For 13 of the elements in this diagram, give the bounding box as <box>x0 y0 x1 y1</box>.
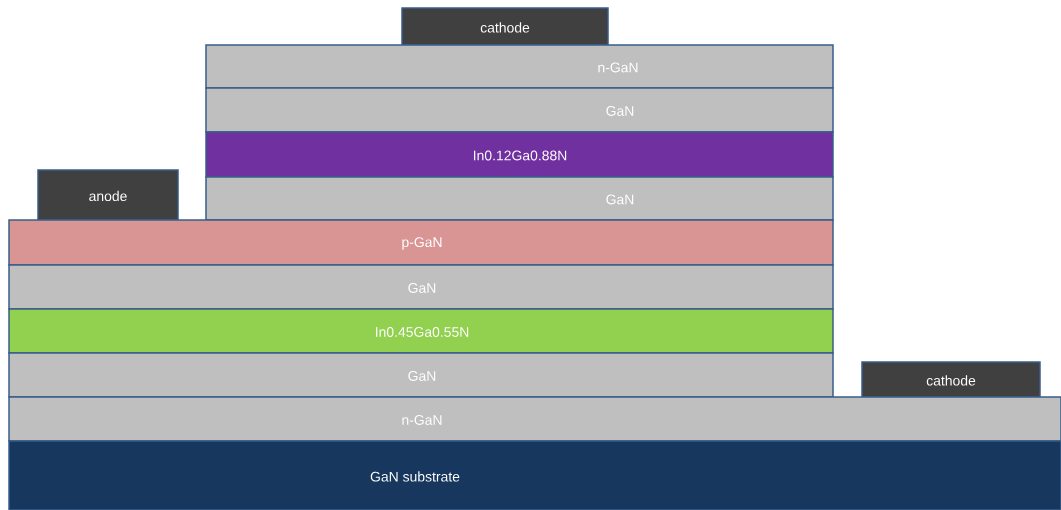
layer: GaN <box>8 352 834 398</box>
layer: GaN substrate <box>8 440 1061 510</box>
layer: In0.12Ga0.88N <box>205 131 834 178</box>
layer: In0.45Ga0.55N <box>8 308 834 354</box>
layer: p-GaN <box>8 219 834 266</box>
contact-pad: anode <box>37 169 179 221</box>
contact-pad: cathode <box>861 361 1041 398</box>
layer: GaN <box>205 87 834 133</box>
layer: GaN <box>8 264 834 310</box>
contact-pad: cathode <box>401 7 609 46</box>
layer: n-GaN <box>205 44 834 89</box>
layer: n-GaN <box>8 396 1061 442</box>
layer: GaN <box>205 176 834 221</box>
